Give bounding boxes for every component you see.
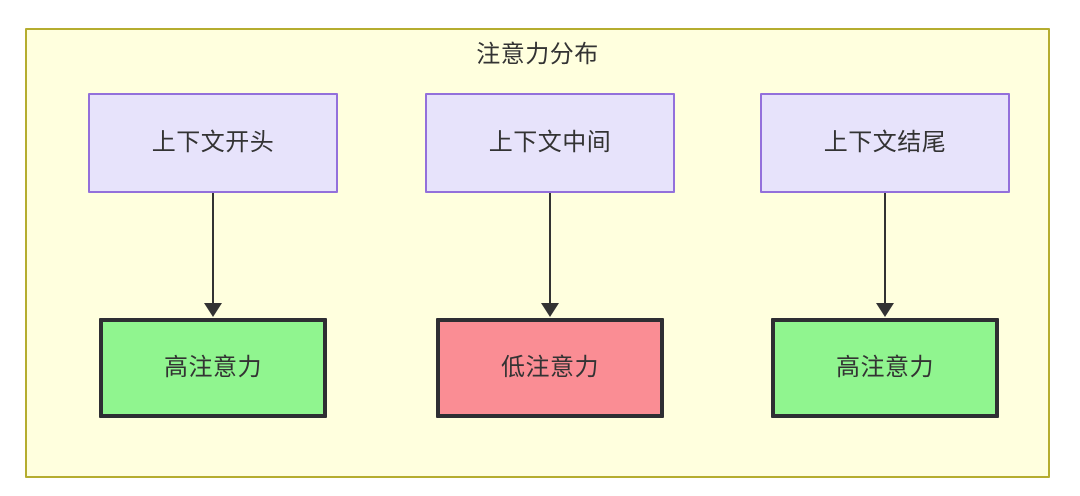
node-high-attention-start[interactable]: 高注意力 [99,318,327,418]
edge-arrowhead-start [204,303,222,317]
edge-line-end [884,193,886,305]
edge-arrowhead-end [876,303,894,317]
edge-line-middle [549,193,551,305]
subgraph-title: 注意力分布 [476,41,599,68]
node-context-start[interactable]: 上下文开头 [88,93,338,193]
edge-arrowhead-middle [541,303,559,317]
node-context-middle[interactable]: 上下文中间 [425,93,675,193]
node-context-end[interactable]: 上下文结尾 [760,93,1010,193]
node-low-attention-middle[interactable]: 低注意力 [436,318,664,418]
edge-line-start [212,193,214,305]
node-high-attention-end[interactable]: 高注意力 [771,318,999,418]
